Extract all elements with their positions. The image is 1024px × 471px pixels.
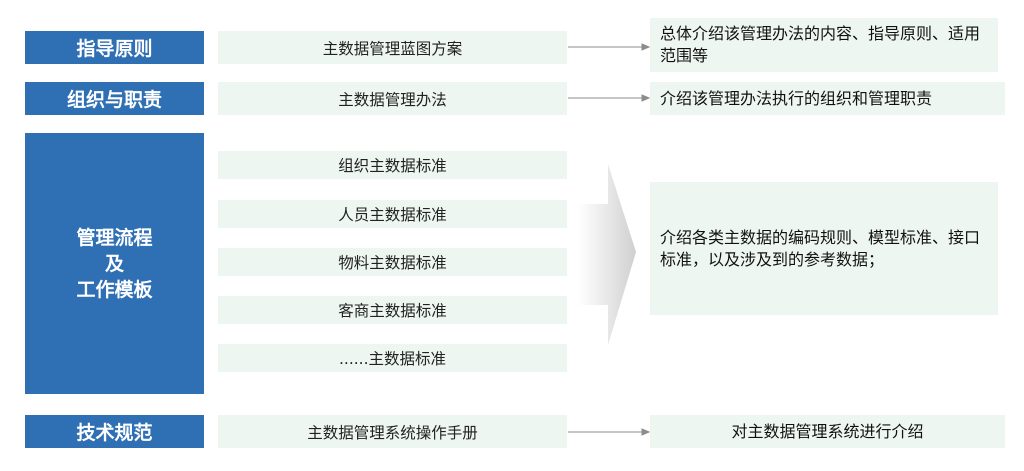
description-box: 介绍该管理办法执行的组织和管理职责 — [650, 82, 1005, 115]
item-box: ......主数据标准 — [218, 344, 567, 372]
item-label: 主数据管理蓝图方案 — [322, 39, 463, 58]
description-text: 总体介绍该管理办法的内容、指导原则、适用范围等 — [660, 24, 981, 65]
item-box: 组织主数据标准 — [218, 151, 567, 179]
category-process-templates: 管理流程 及 工作模板 — [25, 133, 204, 394]
item-label: 物料主数据标准 — [338, 254, 447, 272]
arrow-head-icon — [641, 94, 651, 102]
item-box: 主数据管理蓝图方案 — [218, 31, 567, 64]
arrow-head-icon — [641, 428, 651, 436]
category-guiding-principles: 指导原则 — [25, 31, 204, 64]
arrow-head-icon — [641, 43, 651, 51]
category-label: 组织与职责 — [66, 89, 162, 111]
category-label: 指导原则 — [76, 38, 153, 60]
flow-arrow-icon — [578, 164, 636, 345]
description-text: 介绍各类主数据的编码规则、模型标准、接口标准，以及涉及到的参考数据； — [660, 227, 981, 269]
description-box: 介绍各类主数据的编码规则、模型标准、接口标准，以及涉及到的参考数据； — [650, 182, 998, 315]
description-box: 对主数据管理系统进行介绍 — [650, 415, 1005, 448]
category-technical-specs: 技术规范 — [25, 415, 204, 448]
category-organization-responsibilities: 组织与职责 — [25, 82, 204, 115]
item-label: 主数据管理办法 — [338, 90, 447, 109]
item-box: 客商主数据标准 — [218, 296, 567, 324]
item-box: 主数据管理办法 — [218, 82, 567, 115]
item-label: 人员主数据标准 — [338, 206, 447, 224]
category-line-3: 工作模板 — [76, 278, 153, 301]
item-box: 人员主数据标准 — [218, 200, 567, 228]
category-line-2: 及 — [104, 252, 124, 275]
description-text: 对主数据管理系统进行介绍 — [731, 421, 924, 441]
item-label: 客商主数据标准 — [338, 302, 447, 320]
item-label: 组织主数据标准 — [338, 157, 447, 175]
item-box: 主数据管理系统操作手册 — [218, 415, 567, 448]
category-line-1: 管理流程 — [76, 226, 153, 249]
description-text: 介绍该管理办法执行的组织和管理职责 — [660, 88, 933, 108]
category-label: 技术规范 — [76, 422, 153, 444]
item-label: 主数据管理系统操作手册 — [307, 423, 478, 442]
item-box: 物料主数据标准 — [218, 248, 567, 276]
item-label: ......主数据标准 — [338, 350, 447, 368]
description-box: 总体介绍该管理办法的内容、指导原则、适用范围等 — [650, 18, 998, 72]
